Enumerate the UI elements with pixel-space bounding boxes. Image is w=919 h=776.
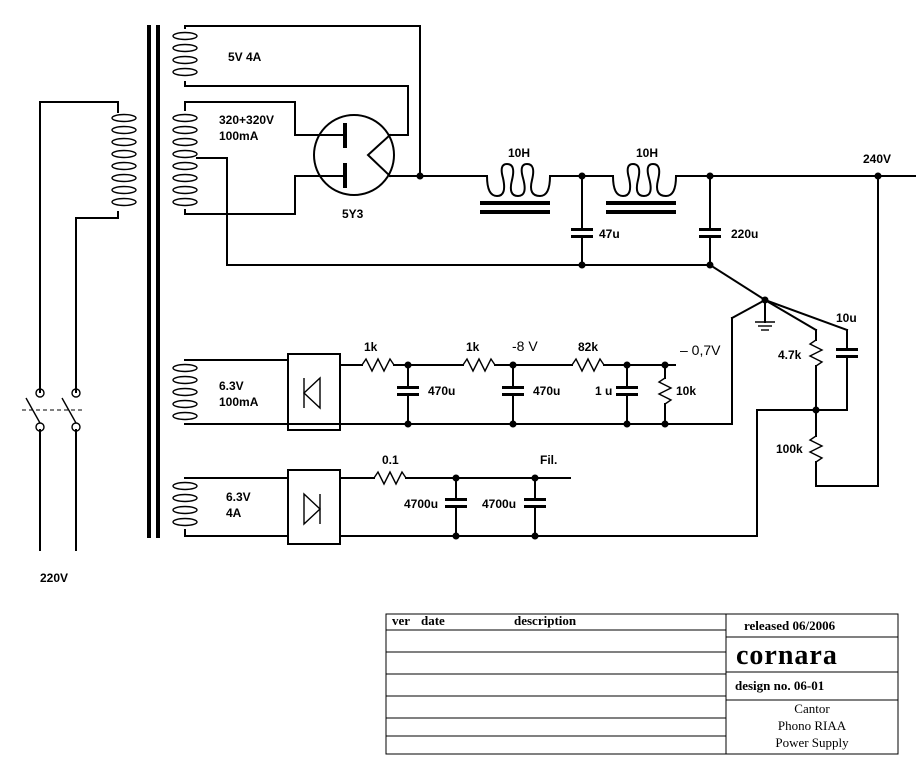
label-320v: 320+320V <box>219 113 274 127</box>
capacitor-220u: 220u <box>699 175 758 266</box>
junction-dot <box>416 172 424 180</box>
label-6v3-b: 6.3V <box>226 490 251 504</box>
label-4700u-a: 4700u <box>404 497 438 511</box>
project-line-3: Power Supply <box>775 735 849 750</box>
power-switch <box>22 388 82 432</box>
released-date: released 06/2006 <box>744 618 836 633</box>
project-line-1: Cantor <box>794 701 830 716</box>
label-10k: 10k <box>676 384 696 398</box>
secondary-5v-winding: 5V 4A <box>172 25 421 177</box>
label-4a: 4A <box>226 506 242 520</box>
label-5v4a: 5V 4A <box>228 50 262 64</box>
label-5y3: 5Y3 <box>342 207 364 221</box>
label-minus-0-7v: – 0,7V <box>680 342 721 358</box>
primary-winding <box>111 113 137 207</box>
label-4-7k: 4.7k <box>778 348 802 362</box>
primary-voltage-label: 220V <box>40 571 68 585</box>
header-date: date <box>421 613 445 628</box>
label-1k-b: 1k <box>466 340 480 354</box>
label-4700u-b: 4700u <box>482 497 516 511</box>
label-47u: 47u <box>599 227 620 241</box>
capacitor-470u-a: 470u <box>397 361 455 428</box>
header-description: description <box>514 613 577 628</box>
capacitor-4700u-a: 4700u <box>404 474 467 540</box>
label-100k: 100k <box>776 442 803 456</box>
label-1u: 1 u <box>595 384 612 398</box>
label-choke1: 10H <box>508 146 530 160</box>
resistor-4-7k: 4.7k <box>778 329 824 411</box>
secondary-6v3-100ma: 6.3V 100mA <box>172 359 289 425</box>
label-choke2: 10H <box>636 146 658 160</box>
brand-logo: cornara <box>736 640 838 671</box>
capacitor-470u-b: 470u <box>502 361 560 428</box>
capacitor-4700u-b: 4700u <box>482 474 546 540</box>
label-fil: Fil. <box>540 453 557 467</box>
junction-dot <box>578 261 586 269</box>
label-6v3-a: 6.3V <box>219 379 244 393</box>
title-block: ver date description released 06/2006 co… <box>385 613 899 755</box>
header-ver: ver <box>392 613 410 628</box>
resistor-100k: 100k <box>776 175 879 487</box>
label-minus-8v: -8 V <box>512 338 538 354</box>
resistor-10k: 10k <box>657 361 696 428</box>
transformer-core <box>147 25 160 538</box>
label-470u-b: 470u <box>533 384 560 398</box>
label-100ma: 100mA <box>219 395 259 409</box>
label-10u: 10u <box>836 311 857 325</box>
choke-1: 10H <box>480 146 552 214</box>
label-0-1: 0.1 <box>382 453 399 467</box>
secondary-hv-winding: 320+320V 100mA <box>172 101 711 266</box>
bridge-rectifier-2 <box>287 469 758 545</box>
design-number: design no. 06-01 <box>735 678 824 693</box>
choke-2: 10H <box>606 146 678 214</box>
label-240v: 240V <box>863 152 891 166</box>
mains-primary: 220V <box>22 101 137 585</box>
label-1k-a: 1k <box>364 340 378 354</box>
capacitor-1u: 1 u <box>595 361 638 428</box>
capacitor-10u: 10u <box>815 311 858 411</box>
label-82k: 82k <box>578 340 598 354</box>
label-100ma-hv: 100mA <box>219 129 259 143</box>
label-220u: 220u <box>731 227 758 241</box>
capacitor-47u: 47u <box>571 175 620 266</box>
neg-bias-chain: 1k 1k -8 V 82k – 0,7V <box>361 338 721 373</box>
label-470u-a: 470u <box>428 384 455 398</box>
filament-chain: 0.1 Fil. <box>373 453 571 486</box>
project-line-2: Phono RIAA <box>778 718 847 733</box>
secondary-6v3-4a: 6.3V 4A <box>172 477 289 537</box>
rectifier-tube-5y3: 5Y3 <box>313 114 488 221</box>
